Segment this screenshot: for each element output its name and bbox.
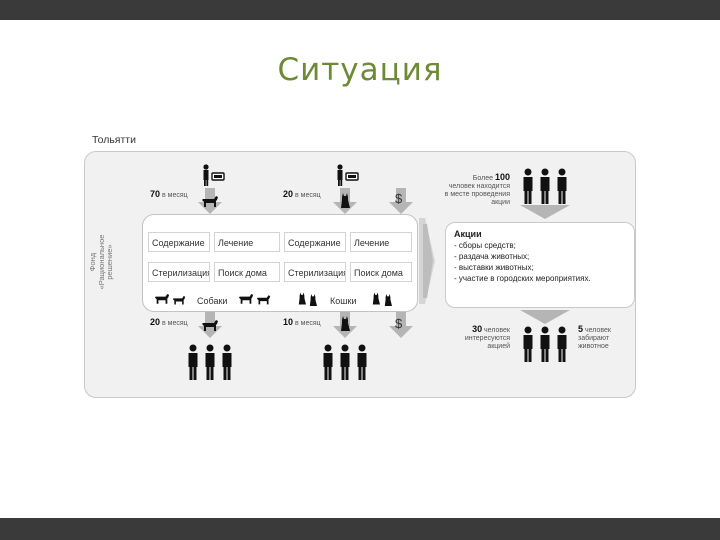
cats-home-search-cell: Поиск дома	[350, 262, 412, 282]
top-right-stat-pre: Более	[472, 175, 494, 182]
dogs-label: Собаки	[197, 296, 228, 306]
cat-icon	[309, 294, 317, 306]
people-group-icon	[523, 168, 567, 204]
fund-label-line-3: решение»	[105, 244, 115, 280]
cat-icon	[298, 292, 306, 305]
adopters-stat-line-2: забирают	[578, 335, 610, 342]
cats-label: Кошки	[330, 296, 357, 306]
slide-title: Ситуация	[277, 52, 443, 88]
cats-care-cell: Содержание	[284, 232, 346, 252]
dogs-intake-unit: в месяц	[161, 192, 188, 199]
actions-panel: Акции - сборы средств; - раздача животны…	[445, 222, 635, 308]
dogs-treatment-cell: Лечение	[214, 232, 280, 252]
dog-icon	[202, 196, 218, 207]
dogs-outflow-unit: в месяц	[161, 320, 188, 327]
top-bar	[0, 0, 720, 20]
interested-stat-line-3: акцией	[487, 343, 510, 350]
actions-item-exhibitions: - выставки животных;	[454, 263, 534, 272]
down-arrow-icon	[520, 310, 570, 324]
dogs-intake-number: 70	[150, 189, 161, 199]
top-right-stat-number: 100	[494, 172, 510, 182]
dog-icon	[238, 294, 254, 304]
cats-outflow-number: 10	[283, 317, 294, 327]
dollar-icon: $	[395, 191, 403, 206]
bottom-bar	[0, 518, 720, 540]
actions-item-fundraising: - сборы средств;	[454, 241, 516, 250]
adopters-stat-line-1: 5 человек	[578, 325, 632, 335]
dogs-outflow-stat: 20 в месяц	[150, 318, 188, 328]
cats-sterilization-cell: Стерилизация	[284, 262, 346, 282]
actions-title: Акции	[454, 229, 482, 239]
top-right-stat-line-4: акции	[491, 199, 510, 206]
top-right-stat-line-2: человек находится	[448, 183, 510, 190]
dogs-outflow-number: 20	[150, 317, 161, 327]
people-group-icon	[188, 344, 232, 380]
adopters-stat: 5 человек забирают животное	[578, 325, 632, 351]
person-at-desk-icon	[203, 164, 225, 186]
cats-intake-unit: в месяц	[294, 192, 321, 199]
cat-icon	[372, 292, 380, 305]
dogs-intake-stat: 70 в месяц	[150, 190, 188, 200]
dog-icon	[172, 296, 186, 305]
person-at-desk-icon	[337, 164, 359, 186]
cats-intake-number: 20	[283, 189, 294, 199]
down-arrow-icon	[389, 188, 413, 214]
fund-label: Фонд «Рациональное решение»	[88, 235, 115, 290]
city-label: Тольятти	[92, 134, 136, 146]
interested-stat-number: 30	[472, 324, 483, 334]
interested-stat-unit: человек	[484, 327, 510, 334]
dogs-care-cell: Содержание	[148, 232, 210, 252]
cats-outflow-stat: 10 в месяц	[283, 318, 321, 328]
cat-icon	[341, 316, 350, 331]
dog-icon	[256, 295, 271, 305]
interested-stat-line-2: интересуются	[464, 335, 510, 342]
dogs-sterilization-cell: Стерилизация	[148, 262, 210, 282]
dog-icon	[202, 320, 218, 331]
cats-intake-stat: 20 в месяц	[283, 190, 321, 200]
cat-icon	[341, 193, 350, 208]
dogs-home-search-cell: Поиск дома	[214, 262, 280, 282]
actions-item-giveaway: - раздача животных;	[454, 252, 530, 261]
right-pointer-icon	[419, 218, 435, 304]
down-arrow-icon	[389, 312, 413, 338]
down-arrow-icon	[520, 205, 570, 219]
adopters-stat-number: 5	[578, 324, 584, 334]
actions-item-city-events: - участие в городских мероприятиях.	[454, 274, 591, 283]
top-right-stat-line-3: в месте проведения	[444, 191, 510, 198]
dollar-icon: $	[395, 316, 403, 331]
cat-icon	[384, 294, 392, 306]
adopters-stat-line-3: животное	[578, 343, 609, 350]
people-group-icon	[523, 326, 567, 362]
top-right-stat-line-1: Более 100	[438, 173, 510, 183]
cats-treatment-cell: Лечение	[350, 232, 412, 252]
cats-outflow-unit: в месяц	[294, 320, 321, 327]
interested-stat: 30 человек интересуются акцией	[448, 325, 510, 351]
people-group-icon	[323, 344, 367, 380]
top-right-stat: Более 100 человек находится в месте пров…	[438, 173, 510, 207]
dog-icon	[154, 294, 170, 304]
interested-stat-line-1: 30 человек	[448, 325, 510, 335]
adopters-stat-unit: человек	[584, 327, 611, 334]
